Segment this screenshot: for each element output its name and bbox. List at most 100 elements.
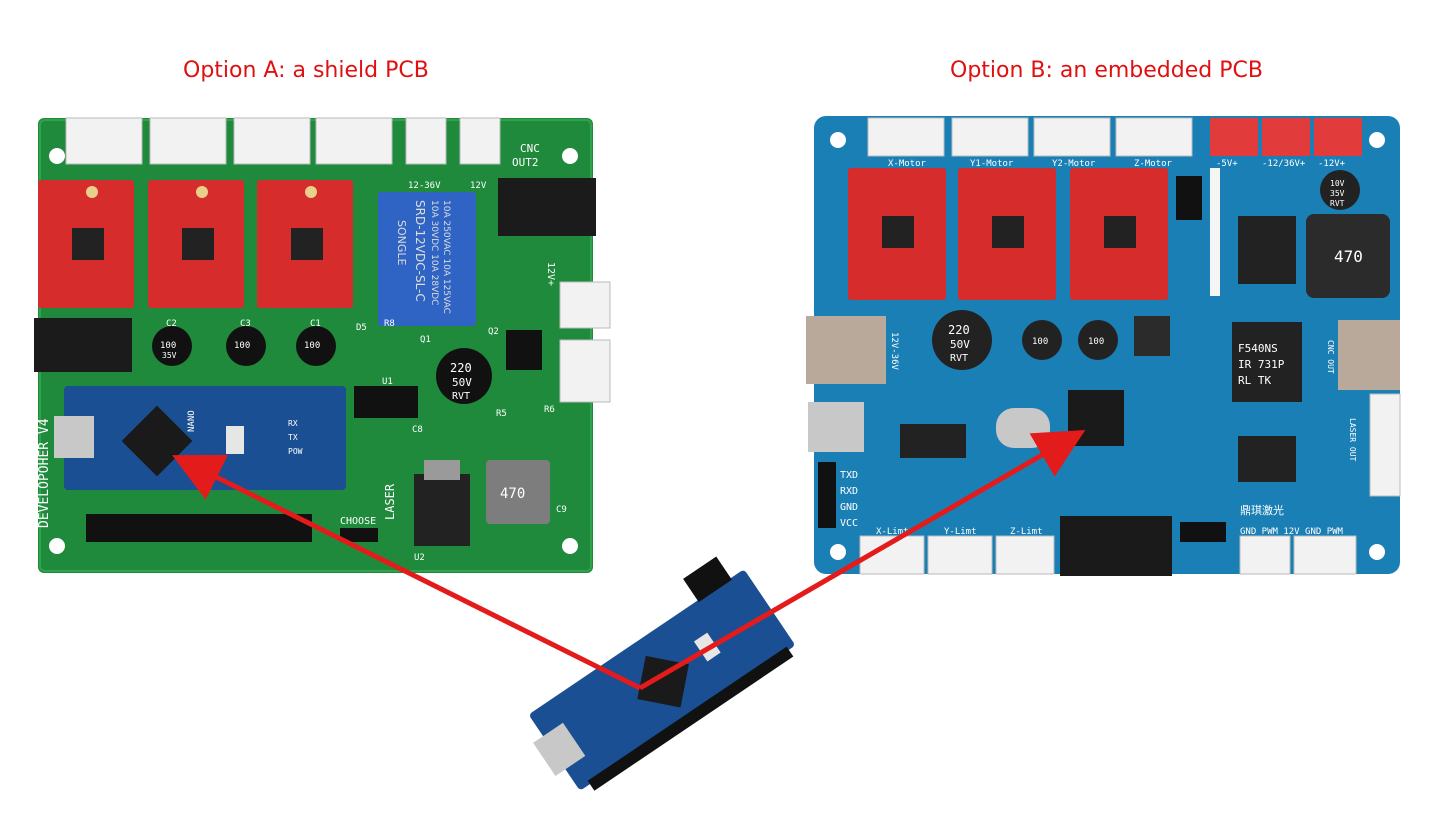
arduino-nano-module [530, 556, 794, 791]
y-limit-label: Y-Limt [944, 527, 977, 537]
cap-big-a-2: 50V [452, 376, 472, 389]
idc-header-b [1060, 516, 1172, 576]
cap-small-1: 100 [160, 341, 176, 351]
inductor-a-value: 470 [500, 486, 525, 502]
z-limit-label: Z-Limt [1010, 527, 1043, 537]
inductor-b: 470 [1306, 214, 1390, 298]
dc-jack-b-right [1338, 320, 1400, 390]
y2-motor-label: Y2-Motor [1052, 159, 1096, 169]
txd-label: TXD [840, 470, 858, 481]
limit-connectors-b [859, 535, 1357, 575]
capacitor-top-b: 10V 35V RVT [1320, 170, 1360, 210]
relay-text-1: 10A 250VAC 10A 125VAC [441, 200, 451, 314]
usb-port-a [54, 416, 94, 458]
reset-button-a [226, 426, 244, 454]
cap-small-b-1: 100 [1032, 337, 1048, 347]
relay-brand: SONGLE [395, 220, 408, 266]
c3-label: C3 [240, 319, 251, 329]
laser-label-a: LASER [383, 483, 397, 520]
nano-label-a: NANO [187, 410, 197, 432]
capacitor-big-b: 220 50V RVT [932, 310, 992, 370]
v12-label-a: 12V [470, 181, 487, 191]
arrow-to-shield [172, 454, 642, 691]
tx-label: TX [288, 433, 298, 442]
y1-motor-label: Y1-Motor [970, 159, 1014, 169]
motor-connectors-a [65, 117, 501, 165]
cnc-out-label-b: CNC OUT [1326, 340, 1335, 374]
rx-label: RX [288, 419, 298, 428]
cnc-label-a: CNC [520, 142, 540, 155]
power-connector-a [559, 281, 611, 329]
c2-label: C2 [166, 319, 177, 329]
relay-a: 10A 250VAC 10A 125VAC 10A 30VDC 10A 28VD… [378, 192, 476, 326]
c1-label: C1 [310, 319, 321, 329]
rxd-label: RXD [840, 486, 858, 497]
inductor-a: 470 [486, 460, 550, 524]
d5-label: D5 [356, 323, 367, 333]
r8-label: R8 [384, 319, 395, 329]
c8-label: C8 [412, 425, 423, 435]
capacitor-big-a: 220 50V RVT [436, 348, 492, 404]
arduino-nano-on-shield: NANO RX TX POW [54, 386, 346, 490]
pow-label: POW [288, 447, 303, 456]
relay-text-3: SRD-12VDC-SL-C [413, 200, 427, 302]
out2-label-a: OUT2 [512, 156, 539, 169]
mosfet-b-3: RL TK [1238, 374, 1271, 387]
capacitors-small-b: 100 100 [1022, 320, 1118, 360]
cap-top-b-2: 35V [1330, 189, 1345, 198]
option-b-caption: Option B: an embedded PCB [950, 58, 1263, 83]
dc-jack-a-left [34, 318, 132, 372]
mosfet-b-2: IR 731P [1238, 358, 1285, 371]
cap-small-v: 35V [162, 351, 177, 360]
u2-label: U2 [414, 553, 425, 563]
embedded-pcb-board: X-Motor Y1-Motor Y2-Motor Z-Motor -5V+ -… [806, 116, 1401, 576]
c9-label: C9 [556, 505, 567, 515]
q2-label: Q2 [488, 327, 499, 337]
v12plus-label-a: 12V+ [545, 262, 556, 286]
pin-header-a [86, 514, 312, 542]
z-motor-label: Z-Motor [1134, 159, 1173, 169]
motor-connectors-b [867, 117, 1193, 157]
gnd-pwm-label: GND PWM 12V GND PWM [1240, 527, 1344, 537]
mosfet-b: F540NS IR 731P RL TK [1232, 322, 1302, 402]
shield-pcb-board: CNC OUT2 12-36V 12V 10A 250VAC 10A 125VA… [34, 117, 611, 573]
q1-label: Q1 [420, 335, 431, 345]
mosfet-b-1: F540NS [1238, 342, 1278, 355]
v12-36-label-b: -12/36V+ [1262, 159, 1306, 169]
dc-jack-a-top [498, 178, 596, 236]
cap-big-a-1: 220 [450, 361, 472, 375]
power-connectors-b [1210, 118, 1362, 156]
cap-big-b-3: RVT [950, 353, 968, 364]
x-motor-label: X-Motor [888, 159, 927, 169]
cap-big-b-2: 50V [950, 338, 970, 351]
regulator-b [1238, 216, 1296, 284]
crystal-b [996, 408, 1050, 448]
usb-port-b [808, 402, 864, 452]
mosfet-a [506, 330, 542, 370]
optocoupler-a [354, 386, 418, 418]
cap-small-2: 100 [234, 341, 250, 351]
vcc-label: VCC [840, 518, 858, 529]
gnd-label: GND [840, 502, 858, 513]
usb-serial-chip-b [900, 424, 966, 458]
r6-label: R6 [544, 405, 555, 415]
inductor-b-value: 470 [1334, 247, 1363, 266]
v12-36-label-a: 12-36V [408, 181, 441, 191]
laser-connector-a [559, 339, 611, 403]
microcontroller-chip-b [1068, 390, 1124, 446]
capacitors-a: C2 C3 C1 100 100 100 35V [152, 319, 336, 366]
cap-top-b-3: RVT [1330, 199, 1345, 208]
relay-text-2: 10A 30VDC 10A 28VDC [429, 200, 439, 305]
stepper-driver-modules-a [38, 180, 353, 308]
cap-small-3: 100 [304, 341, 320, 351]
cap-top-b-1: 10V [1330, 179, 1345, 188]
chinese-label: 鼎琪激光 [1240, 503, 1284, 517]
v12-label-b: -12V+ [1318, 159, 1346, 169]
developer-label: DEVELOPOHER V4 [37, 418, 52, 528]
cap-big-b-1: 220 [948, 323, 970, 337]
laser-out-connector-b [1369, 393, 1401, 497]
u1-label: U1 [382, 377, 393, 387]
v5-label-b: -5V+ [1216, 159, 1238, 169]
cap-small-b-2: 100 [1088, 337, 1104, 347]
